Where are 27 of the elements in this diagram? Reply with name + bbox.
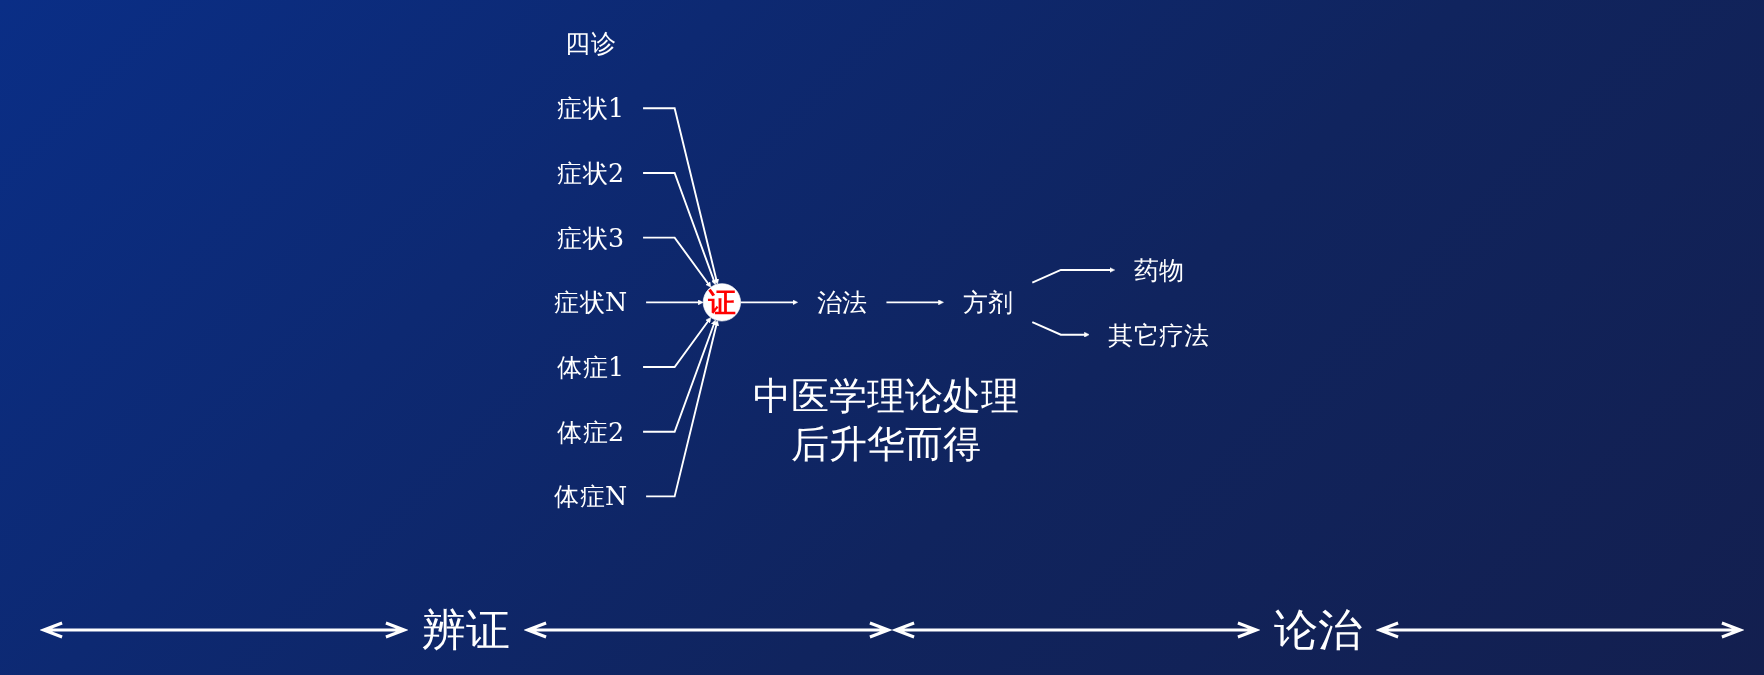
node-text: 体症1 [557, 352, 625, 382]
phase-label: 辨证 [421, 602, 511, 657]
arrow [739, 299, 798, 306]
arrow [642, 236, 712, 288]
arrow [642, 172, 717, 285]
node-text: 体症N [554, 481, 628, 511]
node-text: 症状3 [557, 223, 625, 253]
node-circle: 证 [702, 283, 741, 322]
arrow [885, 299, 944, 306]
node-text: 体症2 [557, 417, 625, 447]
arrow [645, 320, 719, 498]
node-text: 症状2 [557, 158, 625, 188]
node-text: 四诊 [565, 29, 616, 59]
arrow [642, 319, 717, 433]
node-text: 症状N [554, 287, 628, 317]
node-text: 方剂 [962, 287, 1014, 317]
arrow [1031, 321, 1090, 338]
node-text: 药物 [1133, 255, 1185, 285]
arrow [642, 317, 712, 368]
node-text: 症状1 [557, 93, 625, 123]
phase-label: 论治 [1273, 602, 1363, 657]
arrow [1031, 267, 1115, 284]
arrow [645, 299, 704, 306]
node-text: 其它疗法 [1108, 320, 1210, 350]
node-text: 治法 [816, 287, 868, 317]
arrow [642, 107, 719, 285]
note-text: 中医学理论处理后升华而得 [751, 373, 1020, 468]
